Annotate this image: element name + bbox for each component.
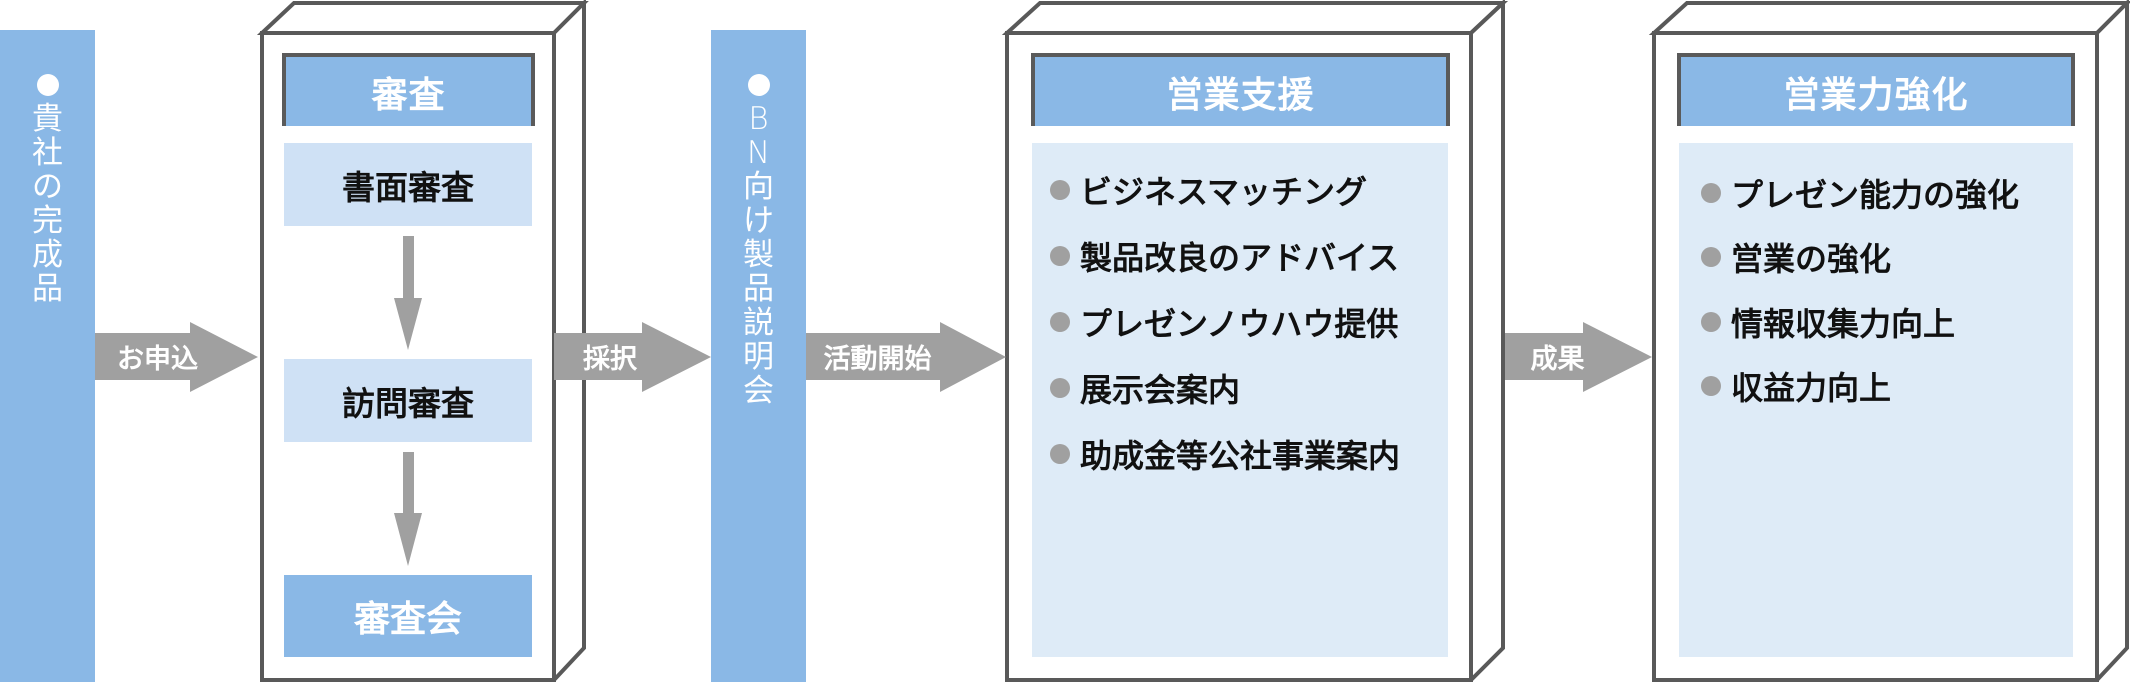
bn-bar-char: け [743,203,774,239]
bullet-icon [1701,183,1721,203]
document-review-step: 書面審査 [284,143,532,226]
bn-product-briefing-bar: B N 向 け 製 品 説 明 会 [711,30,806,682]
list-item-text: 情報収集力向上 [1731,305,1956,343]
list-item: プレゼン能力の強化 [1701,173,2020,214]
list-item-text: 営業の強化 [1731,240,1892,278]
list-item: 展示会案内 [1050,368,1241,409]
list-item-text: 展示会案内 [1080,371,1241,409]
bn-bar-text: B N 向 け 製 品 説 明 会 [711,74,806,408]
review-committee-step: 審査会 [284,575,532,657]
start-bar-char: 貴 [32,101,63,137]
apply-arrow-icon [95,322,258,392]
apply-arrow-label: お申込 [117,344,198,375]
list-item: 助成金等公社事業案内 [1050,434,1401,475]
adopt-arrow-icon [554,322,711,392]
list-item-text: 収益力向上 [1731,369,1892,407]
result-arrow-icon [1505,322,1652,392]
bullet-icon [747,74,770,96]
start-activity-arrow-icon [806,322,1006,392]
list-item-text: プレゼンノウハウ提供 [1080,305,1399,343]
bullet-icon [1701,376,1721,396]
result-arrow-label: 成果 [1530,344,1585,375]
bullet-icon [1701,312,1721,332]
start-activity-arrow-label: 活動開始 [823,344,932,375]
list-item-text: ビジネスマッチング [1080,173,1368,211]
start-bar-your-product: 貴 社 の 完 成 品 [0,30,95,682]
bullet-icon [1050,378,1070,398]
bn-bar-char: 説 [743,305,774,341]
list-item: 情報収集力向上 [1701,302,1956,343]
bullet-icon [1050,180,1070,200]
visit-review-step: 訪問審査 [284,359,532,442]
list-item: プレゼンノウハウ提供 [1050,302,1399,343]
bullet-icon [1050,312,1070,332]
start-bar-text: 貴 社 の 完 成 品 [0,74,95,306]
list-item-text: 製品改良のアドバイス [1080,239,1400,277]
start-bar-char: 社 [32,135,63,171]
sales-support-title: 営業支援 [1031,53,1450,126]
bn-bar-char: 品 [743,271,774,307]
down-arrow-icon [394,236,422,350]
bn-bar-char: 明 [743,339,774,375]
sales-strength-panel: プレゼン能力の強化 営業の強化 情報収集力向上 収益力向上 [1679,143,2073,657]
bn-bar-char: B [748,101,769,137]
adopt-arrow-label: 採択 [583,344,637,375]
review-box-3d [256,0,589,682]
start-bar-char: 品 [32,271,63,307]
list-item: 製品改良のアドバイス [1050,236,1400,277]
bn-bar-char: 製 [743,237,774,273]
start-bar-char: 成 [32,237,63,273]
list-item-text: プレゼン能力の強化 [1731,176,2020,214]
start-bar-char: の [32,169,63,205]
bn-bar-char: 会 [743,373,774,409]
list-item-text: 助成金等公社事業案内 [1080,437,1401,475]
list-item: ビジネスマッチング [1050,170,1368,211]
bullet-icon [1050,444,1070,464]
start-bar-char: 完 [32,203,63,239]
bn-bar-char: 向 [743,169,774,205]
list-item: 営業の強化 [1701,237,1892,278]
review-box-title: 審査 [282,53,535,126]
bullet-icon [36,74,59,96]
bn-bar-char: N [746,135,771,171]
bullet-icon [1701,247,1721,267]
bullet-icon [1050,246,1070,266]
sales-strength-title: 営業力強化 [1677,53,2075,126]
list-item: 収益力向上 [1701,366,1892,407]
sales-support-panel: ビジネスマッチング 製品改良のアドバイス プレゼンノウハウ提供 展示会案内 助成… [1032,143,1448,657]
down-arrow-icon [394,452,422,566]
